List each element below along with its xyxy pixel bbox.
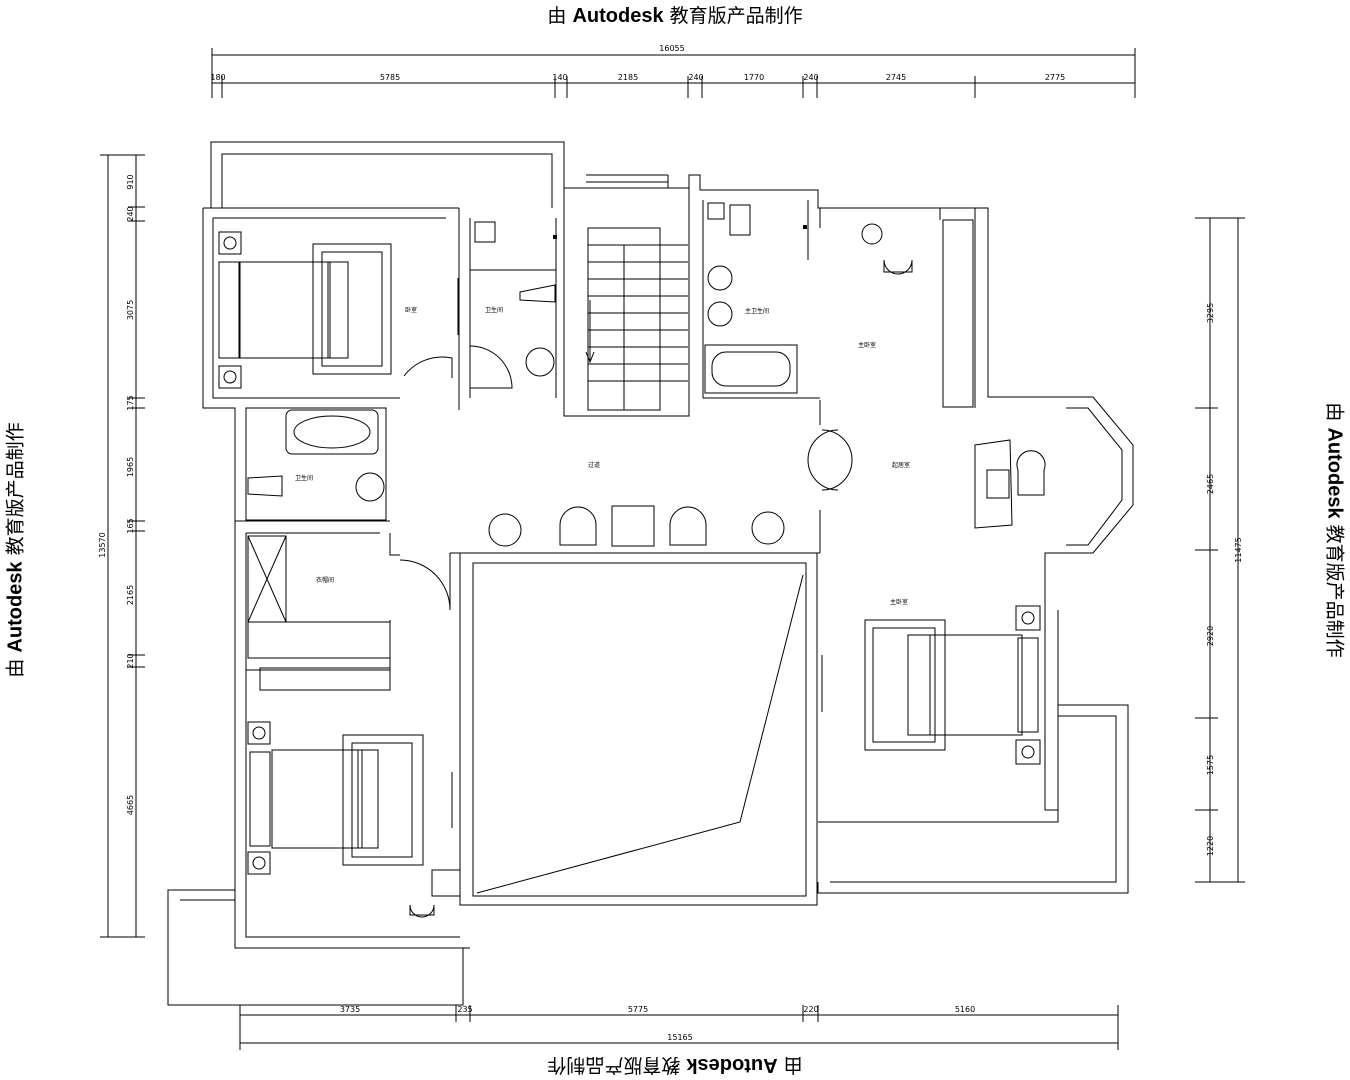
bottom-dim-4: 220 [803,1005,818,1014]
room-label-6: 过道 [588,461,600,469]
top-total-dim: 16055 [659,44,684,53]
top-dim-9: 2775 [1045,73,1065,82]
left-dim-4: 175 [126,395,135,410]
lounge-furniture [488,505,785,547]
wardrobes [247,219,974,691]
doors [399,278,853,828]
top-dim-1: 180 [210,73,225,82]
left-total-dim: 13570 [98,532,107,557]
plan-fills [553,225,807,239]
right-dim-2: 2465 [1206,474,1215,494]
left-dim-3: 3075 [126,300,135,320]
right-dim-5: 1220 [1206,836,1215,856]
staircase [585,227,688,411]
bathroom-fixtures [247,202,913,918]
top-dim-7: 240 [803,73,818,82]
left-dim-5: 1965 [126,457,135,477]
room-label-7: 起居室 [892,461,910,469]
room-label-4: 主卧室 [858,341,876,349]
bottom-total-dim: 15165 [667,1033,692,1042]
bedroom-lower-left-furniture [247,721,424,875]
left-dim-6: 165 [126,518,135,533]
top-dim-3: 140 [552,73,567,82]
left-dim-9: 4665 [126,795,135,815]
room-label-1: 卧室 [405,306,417,314]
top-dim-2: 5785 [380,73,400,82]
room-label-3: 主卫生间 [745,307,769,315]
right-dim-1: 3295 [1206,303,1215,323]
left-dim-2: 240 [126,206,135,221]
top-dim-5: 240 [688,73,703,82]
room-label-9: 主卧室 [890,598,908,606]
bottom-dim-5: 5160 [955,1005,975,1014]
study-furniture [861,223,1046,529]
room-label-2: 卫生间 [485,306,503,314]
left-dim-1: 910 [126,174,135,189]
top-dim-4: 2185 [618,73,638,82]
right-dim-3: 2920 [1206,626,1215,646]
top-dimension-lines [211,48,1136,98]
bottom-dimension-lines [239,1005,1119,1050]
top-dim-8: 2745 [886,73,906,82]
left-dimension-lines [100,154,145,938]
walls [167,141,1134,1006]
bedroom-upper-left-furniture [218,231,392,389]
bottom-dim-1: 3735 [340,1005,360,1014]
bottom-dim-2: 235 [457,1005,472,1014]
bedroom-right-furniture [864,605,1041,765]
watermark-top: 由 Autodesk 教育版产品制作 [547,5,803,27]
room-label-5: 卫生间 [295,474,313,482]
right-total-dim: 11475 [1234,537,1243,562]
room-label-8: 衣帽间 [316,576,334,584]
right-dim-4: 1575 [1206,755,1215,775]
right-dimension-lines [1195,217,1245,883]
top-dim-6: 1770 [744,73,764,82]
left-dim-7: 2165 [126,585,135,605]
bottom-dim-3: 5775 [628,1005,648,1014]
left-dim-8: 210 [126,653,135,668]
